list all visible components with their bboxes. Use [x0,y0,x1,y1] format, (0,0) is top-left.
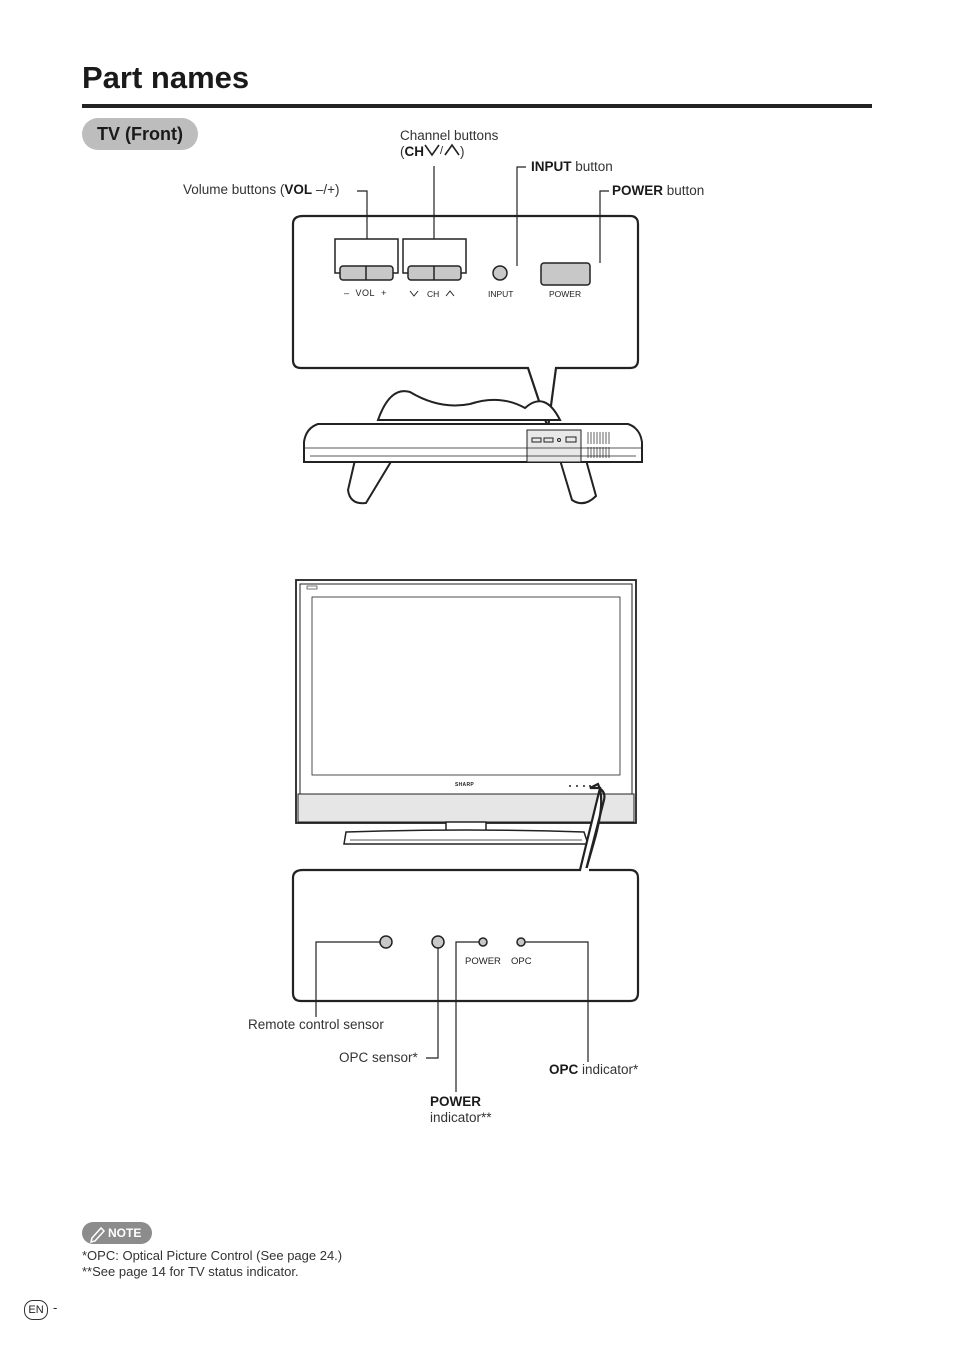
title-rule [82,104,872,108]
note-line-2: **See page 14 for TV status indicator. [82,1264,299,1279]
section-heading: TV (Front) [82,118,198,150]
power-button [540,262,591,286]
svg-text:/: / [440,145,444,157]
opc-indicator-label: OPC indicator* [549,1062,639,1077]
pencil-icon [89,1226,106,1244]
input-leader [516,166,526,266]
remote-sensor-leader [315,941,380,1017]
power-leader [599,190,609,263]
volume-buttons-label: Volume buttons (VOL –/+) [183,182,340,197]
ch-up-icon [445,290,455,297]
channel-buttons-label: Channel buttons (CH/) [400,128,499,159]
page-title: Part names [82,60,250,95]
power-button-label: POWER button [612,183,705,198]
power-led-label: POWER [465,956,501,967]
tv-top-vent [587,432,610,458]
remote-sensor-label: Remote control sensor [248,1017,384,1032]
tv-brand-logo: SHARP [455,782,475,788]
opc-indicator-leader [525,941,589,1062]
page-number-dash: - [53,1300,58,1315]
opc-indicator-led [516,937,526,947]
note-badge: NOTE [82,1222,152,1244]
remote-sensor [379,935,393,949]
opc-sensor-label: OPC sensor* [339,1050,418,1065]
tv-top-stand [376,390,562,421]
opc-sensor-leader [426,948,439,1059]
input-panel-label: INPUT [488,289,514,299]
opc-sensor [431,935,445,949]
power-panel-label: POWER [549,289,582,299]
tv-top-left-foot [346,459,394,505]
power-indicator-led [478,937,488,947]
note-line-1: *OPC: Optical Picture Control (See page … [82,1248,343,1263]
input-button [492,265,508,281]
ch-panel-label: CH [427,289,440,299]
opc-led-label: OPC [511,956,532,967]
tv-base [343,829,590,845]
input-button-label: INPUT button [531,159,613,174]
ch-down-up-icon: / [424,143,460,157]
tv-top-button-strip [526,429,582,463]
ch-down-icon [409,290,419,297]
tv-top-right-foot [558,459,598,505]
vol-panel-label: – VOL + [344,288,387,298]
tv-speaker-grille [297,793,635,823]
language-badge: EN [24,1300,48,1320]
volume-leader [357,190,368,239]
power-indicator-leader [455,941,479,1092]
